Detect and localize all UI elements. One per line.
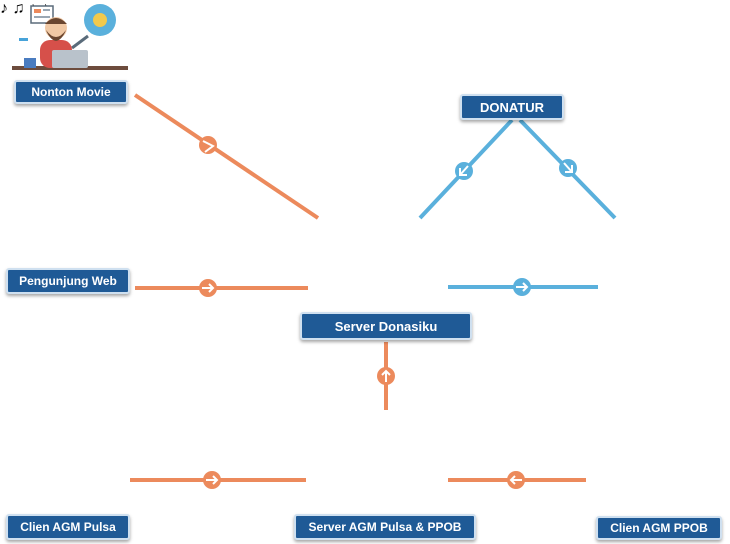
- node-nonton-movie: Nonton Movie: [14, 80, 128, 104]
- node-server-donasiku: Server Donasiku: [300, 312, 472, 340]
- node-clien-agm-pulsa: Clien AGM Pulsa: [6, 514, 130, 540]
- connector-ppob-to-agm-server: [448, 471, 586, 489]
- connector-server-to-church: [448, 278, 598, 296]
- node-clien-agm-ppob: Clien AGM PPOB: [596, 516, 722, 540]
- connector-pengunjung-to-server: [135, 279, 308, 297]
- connector-agm-server-to-server: [377, 342, 395, 410]
- node-pengunjung-web: Pengunjung Web: [6, 268, 130, 294]
- node-donatur: DONATUR: [460, 94, 564, 120]
- connector-donatur-to-server: [418, 118, 514, 220]
- connector-nonton-to-server: [133, 93, 320, 220]
- connector-pulsa-to-agm-server: [130, 471, 306, 489]
- person-at-desk-icon: [12, 4, 128, 70]
- connector-donatur-to-church: [518, 118, 617, 220]
- node-server-agm-pulsa-ppob: Server AGM Pulsa & PPOB: [294, 514, 476, 540]
